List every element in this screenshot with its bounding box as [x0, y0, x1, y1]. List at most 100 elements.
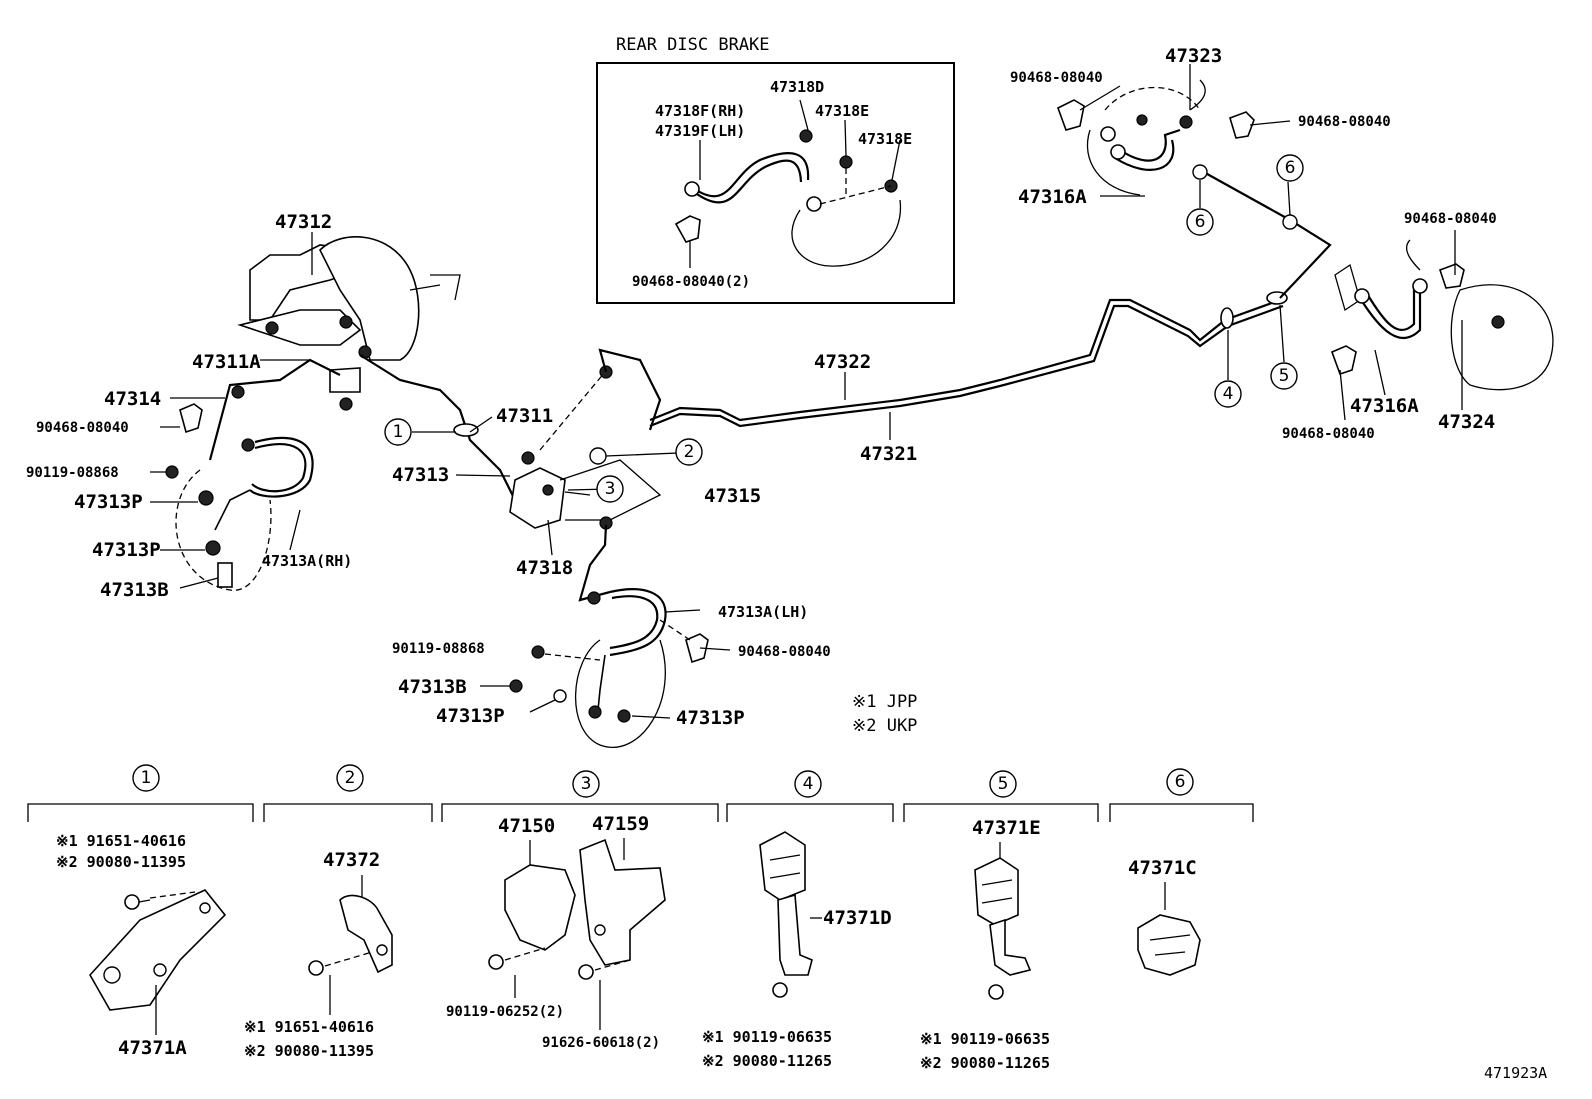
note-jpp: ※1 JPP [852, 692, 917, 712]
label-47311: 47311 [496, 405, 553, 427]
clip-right [1438, 263, 1465, 289]
label-47313P-4: 47313P [676, 707, 745, 729]
label-47323: 47323 [1165, 45, 1222, 67]
clamp-1 [453, 423, 479, 437]
svg-text:2: 2 [345, 768, 356, 788]
clip-bottom-right [1330, 345, 1357, 376]
label-47314: 47314 [104, 388, 161, 410]
bolt-left [165, 465, 179, 479]
label-47316A-right: 47316A [1350, 395, 1419, 417]
detail-4-bolt-a: ※1 90119-06635 [702, 1028, 832, 1046]
label-47315: 47315 [704, 485, 761, 507]
label-47322: 47322 [814, 351, 871, 373]
bracket-47315 [559, 459, 662, 521]
detail-6-number [1166, 768, 1194, 796]
tube-47314 [208, 358, 341, 461]
svg-text:6: 6 [1175, 772, 1186, 792]
brake-booster [319, 236, 420, 361]
leader-lines [150, 64, 1463, 719]
tube-to-47323 [1199, 169, 1332, 299]
label-47313P-1: 47313P [74, 491, 143, 513]
detail-2-number [336, 764, 364, 792]
main-tube [649, 164, 1332, 428]
junction-area [509, 348, 662, 605]
svg-text:5: 5 [1279, 366, 1290, 386]
detail-4-number [794, 770, 822, 798]
label-clip-right: 90468-08040 [1404, 211, 1497, 227]
label-47318E-b: 47318E [858, 130, 912, 148]
disc-rear-right [1450, 284, 1554, 391]
clip-top-right [1229, 111, 1255, 139]
bolt-mid [531, 645, 545, 659]
label-47313A-RH: 47313A(RH) [262, 552, 352, 570]
detail-1-number [132, 764, 160, 792]
svg-text:5: 5 [998, 774, 1009, 794]
label-inset-clip: 90468-08040(2) [632, 274, 750, 290]
callout-2 [675, 438, 703, 466]
callout-6b [1186, 208, 1214, 236]
svg-text:3: 3 [581, 774, 592, 794]
label-47318D: 47318D [770, 78, 824, 96]
detail-1-bolt-b: ※2 90080-11395 [56, 853, 186, 871]
detail-3-number [572, 770, 600, 798]
label-47318: 47318 [516, 557, 573, 579]
clamp-47371A [89, 889, 227, 1011]
label-47312: 47312 [275, 211, 332, 233]
label-47313A-LH: 47313A(LH) [718, 603, 808, 621]
detail-3-bolt-b: 91626-60618(2) [542, 1035, 660, 1051]
detail-6-part: 47371C [1128, 857, 1197, 879]
front-brake-rh [165, 385, 314, 591]
disc-lh [574, 639, 666, 748]
note-ukp: ※2 UKP [852, 716, 917, 736]
inset-hose [689, 152, 810, 198]
svg-text:4: 4 [1223, 384, 1234, 404]
label-clip-top-right: 90468-08040 [1298, 114, 1391, 130]
detail-3-part-b: 47159 [592, 813, 649, 835]
clamp-47371D [759, 831, 806, 901]
label-clip-top-left: 90468-08040 [1010, 70, 1103, 86]
detail-3-bolt-a: 90119-06252(2) [446, 1004, 564, 1020]
label-47311A: 47311A [192, 351, 261, 373]
detail-5-part: 47371E [972, 817, 1041, 839]
master-cylinder [237, 309, 362, 346]
inset-clip [674, 215, 701, 243]
detail-2-bolt-a: ※1 91651-40616 [244, 1018, 374, 1036]
label-47318E-a: 47318E [815, 102, 869, 120]
joint-47150 [504, 864, 576, 951]
rear-brake-top [1057, 79, 1255, 196]
svg-text:3: 3 [605, 479, 616, 499]
detail-4-bolt-b: ※2 90080-11265 [702, 1052, 832, 1070]
label-clip-bottom-right: 90468-08040 [1282, 426, 1375, 442]
clamp-6a [1282, 214, 1298, 230]
hose-47313A-RH [249, 436, 314, 498]
detail-2-bolt-b: ※2 90080-11395 [244, 1042, 374, 1060]
detail-2-part: 47372 [323, 849, 380, 871]
detail-3-part-a: 47150 [498, 815, 555, 837]
clamp-6b [1192, 164, 1208, 180]
label-47313B-1: 47313B [100, 579, 169, 601]
part-labels: 47312 47311A 47314 90468-08040 90119-088… [26, 45, 1497, 729]
detail-5-number [989, 770, 1017, 798]
label-47313P-3: 47313P [436, 705, 505, 727]
master-cylinder-area [208, 236, 541, 526]
detail-1-bolt-a: ※1 91651-40616 [56, 832, 186, 850]
clip-left [179, 403, 203, 434]
callout-1 [384, 418, 412, 446]
clamp-4 [1220, 307, 1234, 329]
front-brake-lh [509, 588, 709, 748]
tube-47322 [649, 298, 1281, 422]
svg-text:1: 1 [393, 422, 404, 442]
inset-title: REAR DISC BRAKE [616, 35, 770, 55]
svg-text:1: 1 [141, 768, 152, 788]
clamp-47371E [974, 857, 1019, 926]
svg-text:6: 6 [1285, 158, 1296, 178]
callout-3 [596, 475, 624, 503]
bracket-47159 [579, 838, 666, 966]
callout-5 [1270, 362, 1298, 390]
three-way-joint [509, 467, 566, 529]
label-47318F: 47318F(RH) [655, 102, 745, 120]
callouts: 1 2 3 4 5 6 6 [384, 154, 1304, 503]
callout-4 [1214, 380, 1242, 408]
inset-disc [791, 199, 902, 267]
